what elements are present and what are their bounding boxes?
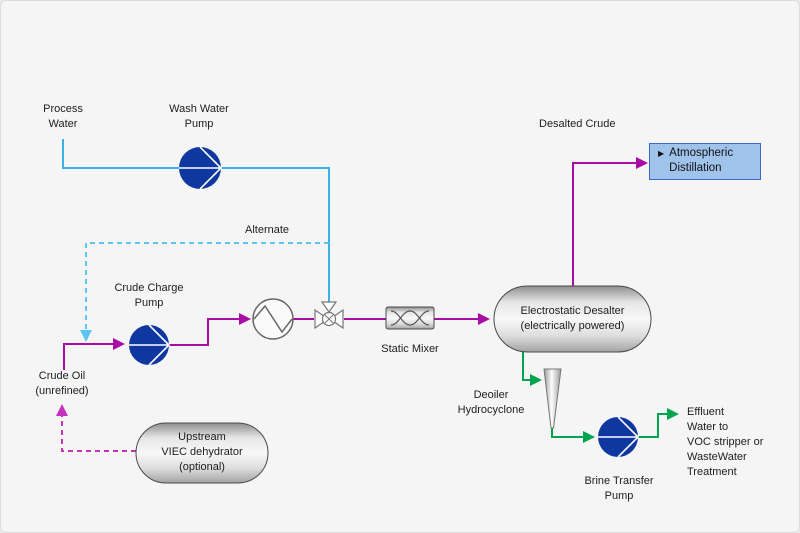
desalter-to-hydrocyclone-line xyxy=(522,352,530,381)
alternate-water-line xyxy=(85,242,329,330)
crude-oil-label: Crude Oil (unrefined) xyxy=(35,370,89,397)
deoiler-hydrocyclone-label: Deoiler Hydrocyclone xyxy=(457,389,525,416)
desalted-crude-label: Desalted Crude xyxy=(539,118,616,130)
heat-exchanger-icon xyxy=(252,298,294,340)
atmospheric-distillation-label: Atmospheric Distillation xyxy=(669,147,734,174)
wash-water-pump-label: Wash Water Pump xyxy=(169,103,229,130)
crude-arrow-to-desalter-icon xyxy=(478,313,490,325)
electrostatic-desalter-label: Electrostatic Desalter (electrically pow… xyxy=(520,305,625,332)
viec-optional-line xyxy=(61,415,136,452)
crude-charge-pump-icon xyxy=(129,324,171,366)
brine-transfer-pump-label: Brine Transfer Pump xyxy=(584,475,654,502)
static-mixer-icon xyxy=(385,306,435,330)
static-mixer-label: Static Mixer xyxy=(381,343,439,355)
hydrocyclone-icon xyxy=(543,368,562,429)
crude-arrow-to-exchanger-icon xyxy=(239,313,251,325)
brine-arrow-to-hydrocyclone-icon xyxy=(530,374,542,386)
wash-water-pump-icon xyxy=(179,146,223,190)
crude-oil-inlet-line xyxy=(63,343,113,370)
alternate-label: Alternate xyxy=(244,224,290,236)
process-water-label: Process Water xyxy=(43,103,83,130)
viec-dehydrator-label: Upstream VIEC dehydrator (optional) xyxy=(161,431,243,473)
desalted-crude-line xyxy=(572,162,636,286)
control-valve-icon xyxy=(314,301,344,330)
hydrocyclone-to-pump-line xyxy=(551,428,583,438)
electrostatic-desalter-vessel xyxy=(493,285,652,353)
effluent-outlet-line xyxy=(638,413,667,438)
crude-charge-pump-label: Crude Charge Pump xyxy=(114,282,184,309)
atmospheric-distillation-box: ▶ Atmospheric Distillation xyxy=(649,143,761,180)
brine-transfer-pump-icon xyxy=(598,416,640,458)
effluent-label: Effluent Water to VOC stripper or WasteW… xyxy=(687,406,764,478)
crude-arrow-to-distillation-icon xyxy=(636,157,648,169)
viec-dehydrator-vessel xyxy=(135,422,269,484)
viec-optional-arrow-icon xyxy=(56,404,68,416)
alternate-water-arrow-icon xyxy=(80,330,92,342)
brine-arrow-to-pump-icon xyxy=(583,431,595,443)
effluent-arrow-icon xyxy=(667,408,679,420)
play-bullet-icon: ▶ xyxy=(658,149,665,158)
crude-arrow-to-pump-icon xyxy=(113,338,125,350)
pump-to-exchanger-line xyxy=(169,318,239,346)
